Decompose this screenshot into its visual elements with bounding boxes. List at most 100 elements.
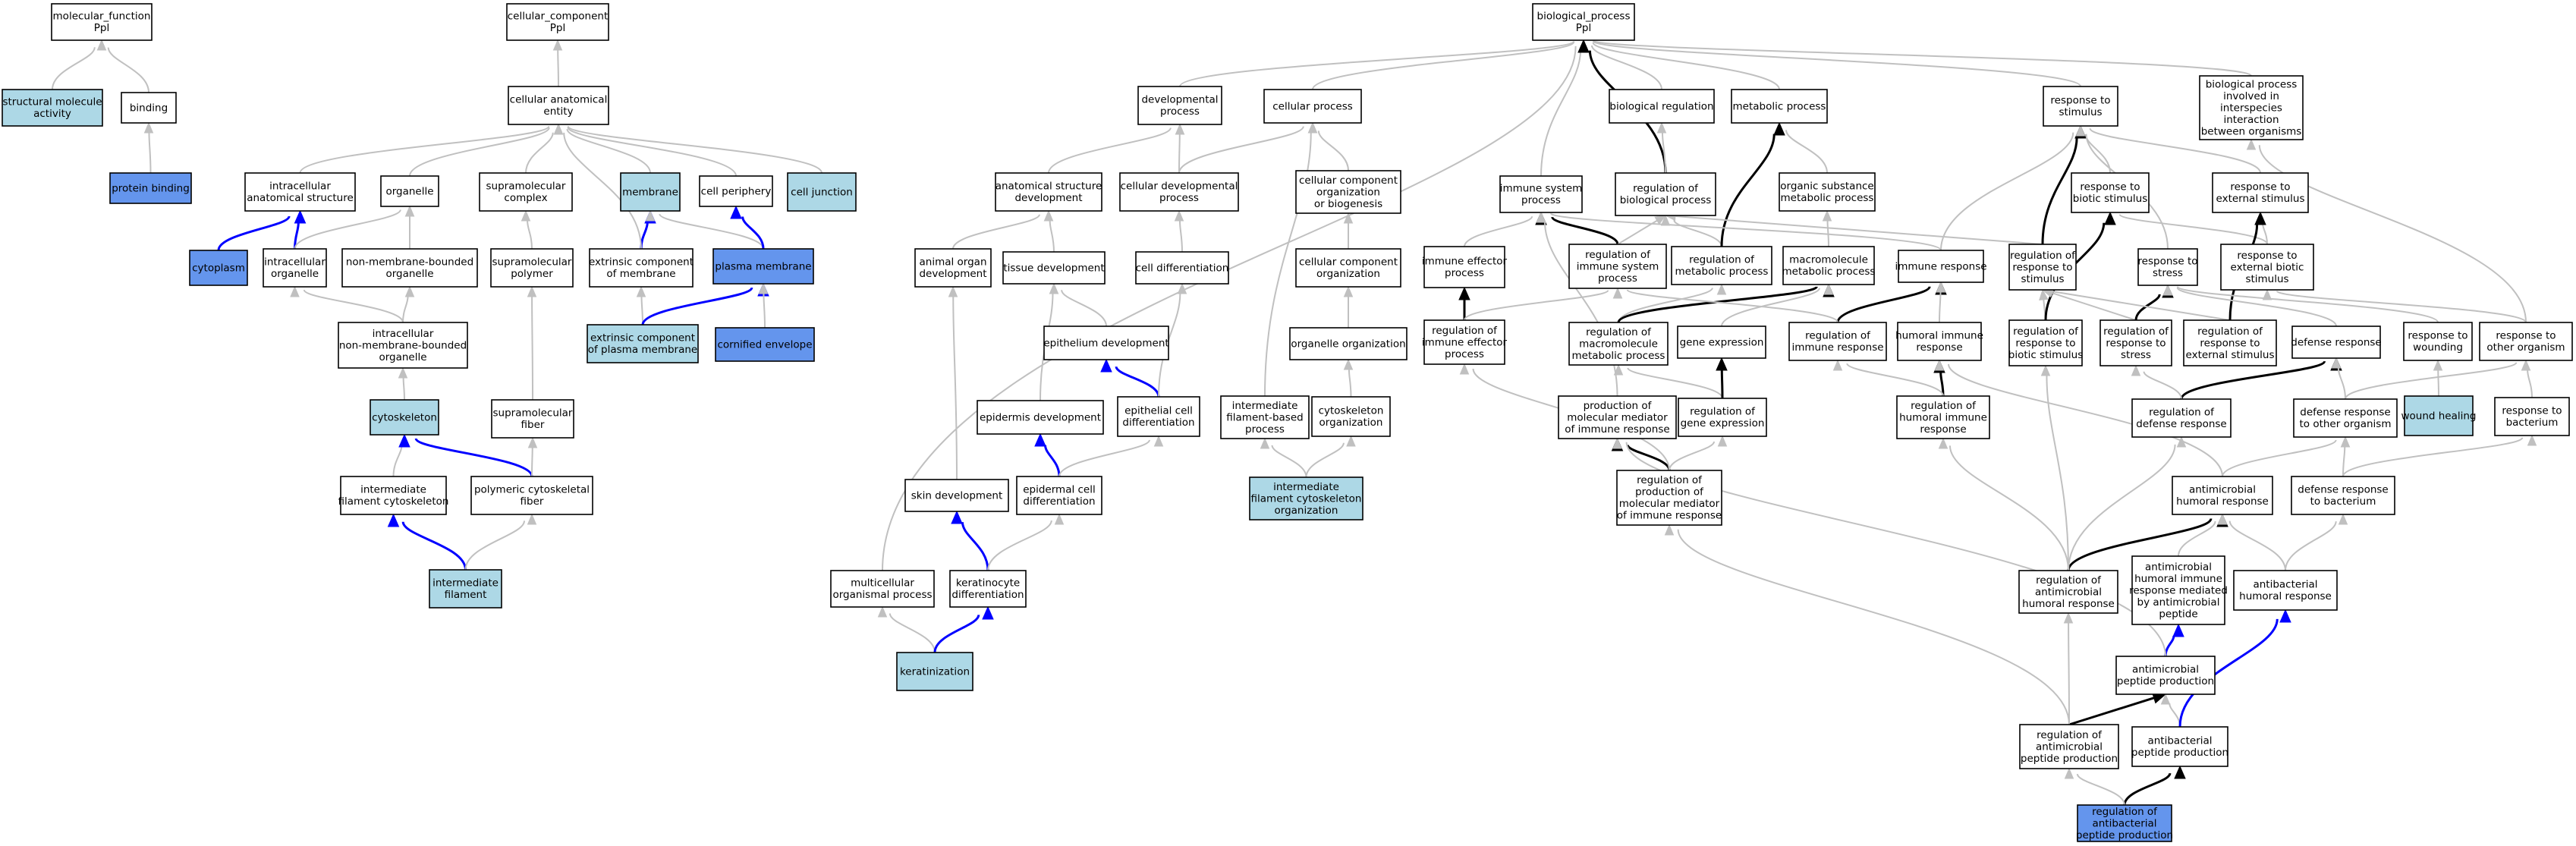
go-term-node-membrane: membrane bbox=[620, 172, 681, 212]
node-label-line: interaction bbox=[2223, 114, 2279, 126]
node-box bbox=[1782, 246, 1875, 285]
edge-arrowhead bbox=[96, 39, 107, 51]
edge-line bbox=[1949, 445, 2069, 571]
node-box bbox=[2212, 172, 2309, 213]
edge-line bbox=[1540, 49, 1582, 177]
node-label-line: non-membrane-bounded bbox=[346, 256, 473, 269]
edge-kerdiff-to-epidermdiff bbox=[987, 513, 1065, 571]
node-label-line: response to bbox=[2012, 261, 2072, 273]
node-box bbox=[1135, 251, 1229, 285]
edge-line bbox=[148, 132, 152, 174]
node-label-line: organelle bbox=[385, 268, 433, 280]
node-label-line: stimulus bbox=[2021, 273, 2064, 285]
node-label-line: cellular_component bbox=[508, 11, 608, 23]
node-label-line: production of bbox=[1584, 400, 1653, 412]
node-label-line: Ppl bbox=[550, 22, 565, 34]
edge-arrowhead bbox=[398, 433, 410, 448]
node-box bbox=[1568, 322, 1669, 366]
edge-regmacromet-to-regmetab bbox=[1618, 283, 1727, 323]
node-label-line: organization bbox=[1275, 505, 1338, 517]
node-label-line: intermediate bbox=[432, 577, 499, 590]
node-box bbox=[830, 570, 935, 608]
edge-if-to-polyfiber bbox=[464, 513, 537, 571]
edge-reggeneexp-to-geneexp bbox=[1716, 357, 1728, 399]
node-label-line: of immune response bbox=[1565, 423, 1669, 436]
edge-regimmeff-to-regimmsys bbox=[1464, 287, 1623, 321]
edge-line bbox=[1115, 366, 1160, 398]
edge-arrowhead bbox=[2176, 436, 2187, 448]
edge-arrowhead bbox=[294, 209, 307, 224]
edge-line bbox=[402, 296, 409, 323]
node-label-line: response to bbox=[2230, 181, 2290, 193]
edge-icnmbo-to-nmbo bbox=[402, 285, 415, 323]
edge-plasma-to-periphery bbox=[730, 205, 765, 250]
edge-regabprod-to-regamprod bbox=[2064, 767, 2125, 806]
node-label-line: intermediate bbox=[1232, 400, 1298, 412]
node-box bbox=[506, 3, 609, 41]
edge-line bbox=[531, 447, 533, 477]
node-label-line: cellular anatomical bbox=[510, 94, 608, 106]
edge-icnmbo-to-icorg bbox=[290, 285, 404, 323]
edge-line bbox=[1178, 134, 1181, 174]
edge-polyfiber-to-smfiber bbox=[527, 436, 538, 477]
edge-arrowhead bbox=[1823, 283, 1834, 295]
node-box bbox=[1678, 398, 1767, 437]
node-label-line: Ppl bbox=[94, 22, 109, 34]
node-label-line: metabolic process bbox=[1782, 266, 1876, 278]
node-box bbox=[2293, 398, 2398, 438]
node-label-line: immune system bbox=[1500, 183, 1583, 195]
edge-arrowhead bbox=[1054, 513, 1065, 525]
edge-polyfiber-to-cytoskeleton bbox=[398, 433, 533, 477]
edge-amprod-to-amhumpep bbox=[2164, 623, 2184, 657]
node-label-line: of plasma membrane bbox=[588, 344, 698, 356]
edge-regamprod-to-regamhum bbox=[2063, 612, 2074, 725]
node-label-line: regulation of bbox=[2010, 250, 2076, 262]
node-box bbox=[2115, 656, 2216, 695]
node-label-line: cellular process bbox=[1272, 100, 1353, 112]
node-label-line: cell junction bbox=[791, 186, 853, 198]
edge-line bbox=[1939, 372, 1945, 397]
node-label-line: intracellular bbox=[373, 328, 434, 340]
edge-junction-to-cae bbox=[553, 123, 822, 174]
node-label-line: intracellular bbox=[264, 256, 326, 269]
go-term-node-orgorg: organelle organization bbox=[1289, 327, 1408, 360]
node-label-line: process bbox=[1521, 194, 1561, 206]
edge-line bbox=[294, 209, 401, 250]
node-label-line: cell periphery bbox=[701, 185, 772, 197]
edge-immresp-to-respstim bbox=[1940, 124, 2086, 251]
node-label-line: process bbox=[1159, 192, 1199, 204]
edge-line bbox=[2084, 134, 2111, 174]
edge-line bbox=[1675, 215, 2043, 245]
node-box bbox=[1289, 327, 1408, 360]
edge-line bbox=[1846, 363, 1944, 397]
edge-line bbox=[2527, 370, 2533, 398]
edge-line bbox=[409, 127, 550, 177]
node-label-line: response to bbox=[2106, 337, 2166, 349]
node-label-line: stimulus bbox=[2059, 106, 2102, 118]
edge-line bbox=[2169, 703, 2181, 728]
node-label-line: fiber bbox=[521, 419, 545, 431]
edge-regimmresp-to-immresp bbox=[1836, 281, 1947, 323]
edge-line bbox=[1264, 132, 1312, 397]
node-label-line: regulation of bbox=[2149, 407, 2215, 419]
edge-regamhum-to-regdefresp bbox=[2068, 436, 2187, 571]
node-label-line: between organisms bbox=[2201, 125, 2302, 137]
edge-line bbox=[987, 520, 1052, 571]
edge-line bbox=[961, 521, 989, 571]
edge-nmbo-to-organelle bbox=[404, 205, 415, 249]
edge-reggeneexp-to-regmacromet bbox=[1613, 363, 1723, 399]
edge-arrowhead bbox=[1343, 285, 1354, 297]
node-label-line: regulation of bbox=[2092, 806, 2158, 818]
node-label-line: defense response bbox=[2298, 484, 2388, 496]
edge-line bbox=[1617, 219, 1658, 245]
node-box bbox=[977, 400, 1104, 435]
node-label-line: anatomical structure bbox=[247, 192, 354, 204]
node-label-line: immune effector bbox=[1422, 256, 1508, 268]
edge-arrowhead bbox=[1459, 363, 1470, 375]
